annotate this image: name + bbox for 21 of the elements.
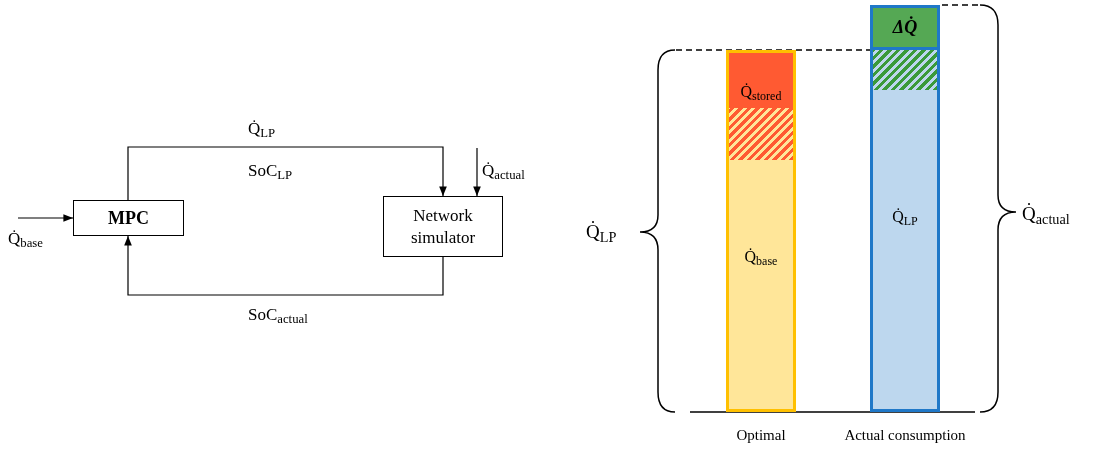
edge-label: Q̇$_{actual}$ [482, 161, 525, 180]
brace-label: Q̇$_{actual}$ [1022, 203, 1070, 224]
hatched-segment [873, 50, 937, 90]
signal-label: SoC$_{LP}$ [248, 161, 293, 180]
bar-caption: Optimal [736, 427, 786, 443]
edge-label: SoC$_{actual}$ [248, 305, 308, 324]
bar-segment: ΔQ̇ [873, 8, 937, 50]
process-box: Network simulator [383, 196, 503, 257]
hatched-segment [729, 108, 793, 160]
bar-segment: Q̇$_{stored}$ [729, 53, 793, 108]
edge-label: Q̇$_{LP}$ [248, 119, 276, 138]
stacked-bar [870, 5, 940, 412]
brace-label: Q̇$_{LP}$ [586, 221, 617, 242]
stacked-bar [726, 50, 796, 412]
edge-label: Q̇$_{base}$ [8, 229, 43, 248]
arrow [127, 146, 447, 201]
arrow [124, 235, 444, 296]
process-box: MPC [73, 200, 184, 236]
arrow [473, 147, 481, 197]
arrow [17, 214, 74, 222]
bar-caption: Actual consumption [844, 427, 966, 443]
